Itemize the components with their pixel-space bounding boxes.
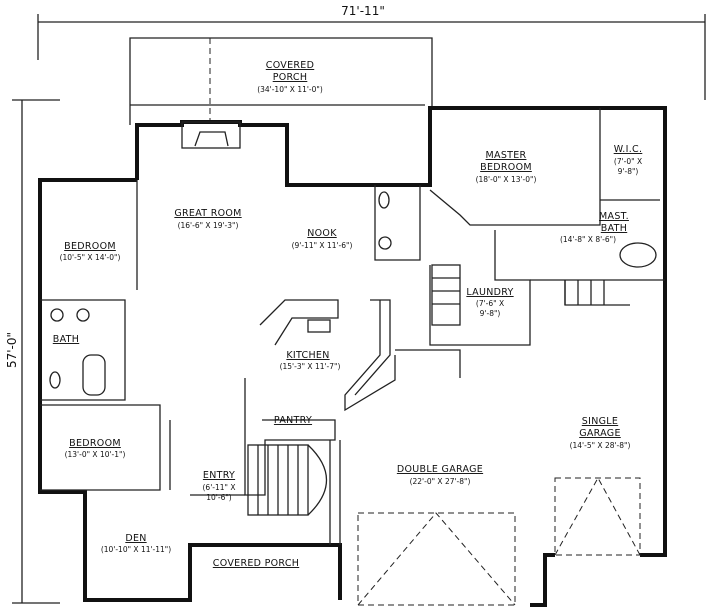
label-double-garage: DOUBLE GARAGE	[397, 464, 483, 475]
garage-doors	[357, 476, 641, 606]
label-mast-bath-1: MAST.	[599, 211, 629, 222]
label-single-garage-2: GARAGE	[579, 428, 621, 439]
label-kitchen: KITCHEN	[286, 350, 329, 361]
label-bedroom-2: BEDROOM	[69, 438, 121, 449]
size-bedroom-2: (13'-0" X 10'-1")	[65, 450, 126, 459]
size-kitchen: (15'-3" X 11'-7")	[280, 362, 341, 371]
size-master: (18'-0" X 13'-0")	[476, 175, 537, 184]
room-labels: COVERED PORCH (34'-10" X 11'-0") GREAT R…	[53, 60, 643, 569]
label-rear-porch-1: COVERED	[266, 60, 314, 71]
label-nook: NOOK	[307, 228, 337, 239]
label-rear-porch-2: PORCH	[273, 72, 308, 83]
size-mast-bath: (14'-8" X 8'-6")	[560, 235, 616, 244]
label-front-porch: COVERED PORCH	[213, 558, 299, 569]
stairs	[247, 264, 605, 516]
size-wic-2: 9'-8")	[618, 167, 639, 176]
size-double-garage: (22'-0" X 27'-8")	[410, 477, 471, 486]
label-bath: BATH	[53, 334, 79, 345]
dimension-depth: 57'-0"	[5, 99, 60, 604]
interior-walls	[40, 108, 665, 545]
size-rear-porch: (34'-10" X 11'-0")	[257, 85, 323, 94]
size-nook: (9'-11" X 11'-6")	[292, 241, 353, 250]
size-den: (10'-10" X 11'-11")	[101, 545, 171, 554]
size-wic-1: (7'-0" X	[614, 157, 642, 166]
label-laundry: LAUNDRY	[466, 287, 513, 298]
size-bedroom-1: (10'-5" X 14'-0")	[60, 253, 121, 262]
size-great-room: (16'-6" X 19'-3")	[178, 221, 239, 230]
width-dimension: 71'-11"	[341, 4, 385, 18]
fireplace	[181, 121, 241, 149]
label-mast-bath-2: BATH	[601, 223, 627, 234]
size-laundry-1: (7'-6" X	[476, 299, 504, 308]
depth-dimension: 57'-0"	[5, 332, 19, 368]
label-den: DEN	[125, 533, 146, 544]
label-master-2: BEDROOM	[480, 162, 532, 173]
label-great-room: GREAT ROOM	[174, 208, 241, 219]
size-entry-1: (6'-11" X	[203, 483, 236, 492]
fixtures	[49, 191, 657, 396]
kitchen-island	[259, 299, 391, 396]
exterior-walls	[38, 106, 667, 607]
size-single-garage: (14'-5" X 28'-8")	[570, 441, 631, 450]
label-pantry: PANTRY	[274, 415, 312, 426]
rear-covered-porch	[129, 37, 433, 125]
label-bedroom-1: BEDROOM	[64, 241, 116, 252]
size-entry-2: 10'-6")	[206, 493, 232, 502]
label-master-1: MASTER	[486, 150, 527, 161]
dimension-width: 71'-11"	[37, 4, 706, 100]
label-single-garage-1: SINGLE	[582, 416, 618, 427]
label-entry: ENTRY	[203, 470, 235, 481]
label-wic: W.I.C.	[614, 144, 643, 155]
size-laundry-2: 9'-8")	[480, 309, 501, 318]
